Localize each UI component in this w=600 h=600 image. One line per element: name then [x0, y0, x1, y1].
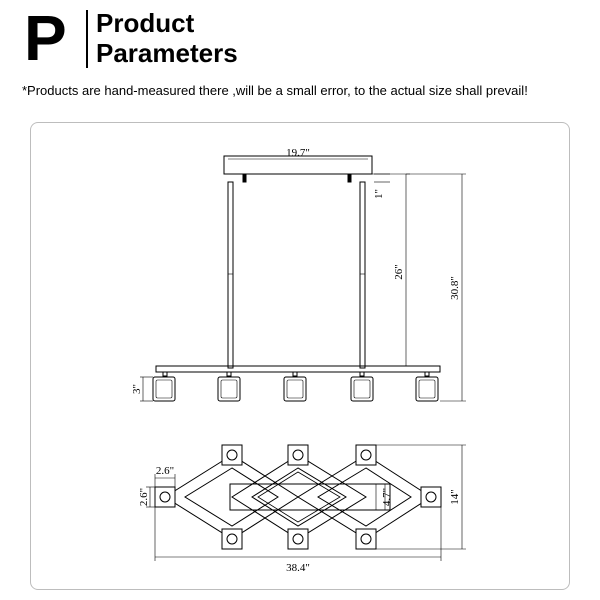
- center-depth-label: 4.7": [381, 488, 393, 506]
- shade-plate-right: [420, 486, 442, 508]
- canopy-height-label: 1": [373, 189, 385, 199]
- shade-4: [350, 376, 374, 402]
- side-view: [140, 155, 466, 402]
- shade-height-label: 3": [131, 384, 143, 394]
- rod-length-label: 26": [393, 264, 405, 280]
- connector-4: [359, 371, 365, 377]
- measurement-note: *Products are hand-measured there ,will …: [22, 83, 528, 98]
- canopy-width-label: 19.7": [286, 147, 310, 159]
- center-bar: [229, 483, 391, 511]
- shade-plate-left: [154, 486, 176, 508]
- center-diamond: [257, 471, 341, 523]
- header-letter: P: [24, 2, 67, 74]
- mount-tab-right: [347, 173, 352, 183]
- overall-length-label: 38.4": [286, 562, 310, 574]
- shade-2: [217, 376, 241, 402]
- fixture-bar: [155, 365, 441, 373]
- shade-5: [415, 376, 439, 402]
- shade-plate-top-2: [287, 444, 309, 466]
- shade-plate-bottom-2: [287, 528, 309, 550]
- header-divider: [86, 10, 88, 68]
- overall-depth-label: 14": [449, 489, 461, 505]
- connector-5: [424, 371, 430, 377]
- connector-3: [292, 371, 298, 377]
- shade-plate-top-1: [221, 444, 243, 466]
- shade-width-label: 2.6": [156, 465, 174, 477]
- rod-left: [227, 181, 234, 369]
- shade-plate-top-3: [355, 444, 377, 466]
- overall-height-label: 30.8": [449, 276, 461, 300]
- rod-right: [359, 181, 366, 369]
- title-line-1: Product: [96, 8, 195, 38]
- header: P Product Parameters: [20, 2, 580, 76]
- title-line-2: Parameters: [96, 38, 238, 68]
- shade-1: [152, 376, 176, 402]
- shade-plate-bottom-1: [221, 528, 243, 550]
- shade-depth-label: 2.6": [138, 488, 150, 506]
- mount-tab-left: [242, 173, 247, 183]
- shade-plate-bottom-3: [355, 528, 377, 550]
- connector-1: [162, 371, 168, 377]
- top-view: [146, 444, 466, 561]
- connector-2: [226, 371, 232, 377]
- diagram-frame: [30, 122, 570, 590]
- shade-3: [283, 376, 307, 402]
- canopy: [223, 155, 373, 175]
